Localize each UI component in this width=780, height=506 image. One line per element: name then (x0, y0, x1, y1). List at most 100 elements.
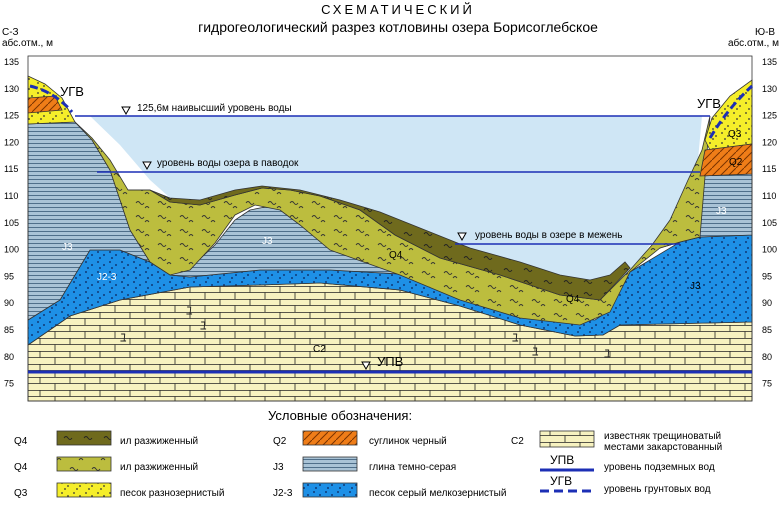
low-level-label: уровень воды в озере в межень (475, 230, 623, 241)
legend-code-q2: Q2 (273, 436, 287, 447)
legend-text-j23: песок серый мелкозернистый (369, 488, 506, 499)
axis-right-tick-label: 115 (762, 164, 776, 174)
lake-water (75, 116, 702, 310)
axis-left-tick-label: 105 (4, 218, 19, 228)
legend-code-upv: УПВ (550, 453, 574, 467)
legend-text-q2: суглинок черный (369, 436, 447, 447)
karst-symbols: ﾕ ﾕ ﾕ ﾕ ﾕ ﾕ (120, 303, 611, 361)
direction-right: Ю-В (755, 27, 775, 38)
label-q2: Q2 (729, 157, 743, 168)
legend: Условные обозначения: Q4 ил разжиженный … (14, 408, 724, 499)
highest-level-marker (121, 106, 131, 116)
axis-left-tick-label: 95 (4, 271, 14, 281)
legend-swatch-j23 (302, 482, 358, 498)
flood-level-marker (142, 161, 152, 171)
flood-level-label: уровень воды озера в паводок (157, 158, 299, 169)
title-line1: СХЕМАТИЧЕСКИЙ (321, 2, 475, 17)
label-q4-mid: Q4 (389, 250, 403, 261)
legend-swatch-q4-dark (56, 430, 112, 446)
axis-right-tick-label: 85 (762, 325, 772, 335)
section-frame (27, 55, 753, 402)
axis-right-tick-label: 100 (762, 245, 777, 255)
axis-left-tick-label: 125 (4, 111, 19, 121)
svg-text:ﾕ: ﾕ (186, 303, 193, 318)
ugv-right-label: УГВ (697, 96, 721, 111)
axis-right-tick-label: 125 (762, 111, 777, 121)
legend-text-c2-line1: известняк трещиноватый (604, 431, 721, 442)
label-c2: C2 (313, 344, 326, 355)
svg-text:ﾕ: ﾕ (120, 330, 127, 345)
legend-text-q4-light: ил разжиженный (120, 462, 198, 473)
legend-swatch-q3 (56, 482, 112, 498)
low-level-marker (457, 232, 467, 242)
axis-right-tick-label: 95 (762, 271, 772, 281)
label-q4-low: Q4 (566, 294, 580, 305)
legend-text-ugv: уровень грунтовых вод (604, 484, 711, 495)
legend-swatch-q4-light (56, 456, 112, 472)
axis-unit-right: абс.отм., м (728, 37, 779, 49)
water-levels: 125,6м наивысший уровень воды уровень во… (28, 84, 754, 374)
ugv-left-line (29, 84, 74, 113)
axis-right-tick-label: 110 (762, 191, 776, 201)
axis-right-ticks: 135 130 125 120 115 110 105 100 95 90 85 80 75 (762, 57, 777, 389)
axis-right-tick-label: 120 (762, 137, 777, 147)
axis-left-tick-label: 75 (4, 379, 14, 389)
label-j3-right-lower: J3 (690, 281, 701, 292)
svg-text:ﾕ: ﾕ (604, 346, 611, 361)
axis-left-tick-label: 100 (4, 245, 19, 255)
legend-code-c2: C2 (511, 436, 524, 447)
title-block: СХЕМАТИЧЕСКИЙ гидрогеологический разрез … (198, 2, 598, 35)
axis-left-tick-label: 130 (4, 84, 19, 94)
axis-left-tick-label: 115 (4, 164, 18, 174)
label-j23: J2-3 (97, 272, 117, 283)
legend-text-q3: песок разнозернистый (120, 488, 224, 499)
axis-right-tick-label: 90 (762, 298, 772, 308)
legend-title: Условные обозначения: (268, 408, 412, 423)
upv-label: УПВ (377, 354, 403, 369)
title-line2: гидрогеологический разрез котловины озер… (198, 19, 598, 35)
svg-text:ﾕ: ﾕ (200, 318, 207, 333)
legend-text-c2: известняк трещиноватый местами закарстов… (604, 431, 724, 453)
label-j3-left: J3 (62, 242, 73, 253)
axis-left-tick-label: 135 (4, 57, 19, 67)
axis-left-tick-label: 110 (4, 191, 18, 201)
axis-unit-left: абс.отм., м (2, 37, 53, 49)
legend-text-upv: уровень подземных вод (604, 462, 715, 473)
axis-right-tick-label: 130 (762, 84, 777, 94)
direction-left: С-З (2, 27, 19, 38)
layer-q2-loam-right (699, 143, 753, 177)
label-j3-right: J3 (716, 206, 727, 217)
legend-text-q4-dark: ил разжиженный (120, 436, 198, 447)
legend-code-ugv: УГВ (550, 474, 572, 488)
legend-swatch-q2 (302, 430, 358, 446)
label-q3: Q3 (728, 129, 742, 140)
legend-code-j3: J3 (273, 462, 284, 473)
axis-left-tick-label: 80 (4, 352, 14, 362)
axis-right-tick-label: 80 (762, 352, 772, 362)
legend-swatch-c2 (539, 430, 595, 448)
axis-left-ticks: 135 130 125 120 115 110 105 100 95 90 85 80 75 (4, 57, 19, 389)
axis-right-tick-label: 75 (762, 379, 772, 389)
axis-right-tick-label: 105 (762, 218, 777, 228)
ugv-right-line (708, 84, 754, 139)
legend-text-j3: глина темно-серая (369, 462, 456, 473)
legend-code-q3: Q3 (14, 488, 28, 499)
svg-text:ﾕ: ﾕ (512, 330, 519, 345)
axis-left-tick-label: 120 (4, 137, 19, 147)
svg-text:ﾕ: ﾕ (532, 344, 539, 359)
axis-left-tick-label: 85 (4, 325, 14, 335)
axis-right-tick-label: 135 (762, 57, 777, 67)
legend-code-q4-light: Q4 (14, 462, 28, 473)
legend-swatch-j3 (302, 456, 358, 472)
layer-q4-silt-dark (128, 185, 631, 301)
label-j3-mid: J3 (262, 236, 273, 247)
legend-code-j23: J2-3 (273, 488, 293, 499)
section-labels: УГВ УГВ УПВ J3 J3 J3 J3 Q4 Q4 J2-3 C2 Q3… (60, 84, 743, 369)
upv-marker (361, 361, 371, 371)
ugv-left-label: УГВ (60, 84, 84, 99)
axis-left-tick-label: 90 (4, 298, 14, 308)
legend-text-c2-line2: местами закарстованный (604, 442, 722, 453)
highest-level-label: 125,6м наивысший уровень воды (137, 103, 292, 114)
